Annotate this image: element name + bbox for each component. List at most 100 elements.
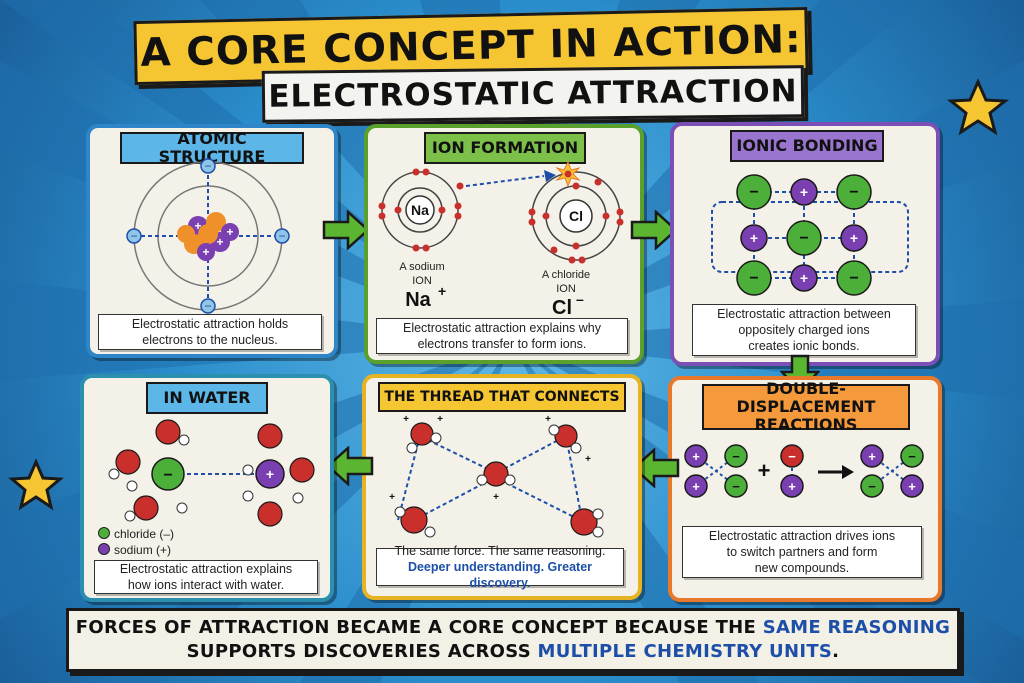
svg-text:−: − xyxy=(204,159,211,173)
panel-caption: Electrostatic attraction explains why el… xyxy=(376,318,628,354)
panel-double-displacement: DOUBLE-DISPLACEMENT REACTIONS + − + − + … xyxy=(668,376,942,602)
svg-text:−: − xyxy=(163,467,172,484)
hydrated-sodium: + xyxy=(242,423,315,527)
legend-item: sodium (+) xyxy=(98,542,174,558)
partial-charge: + xyxy=(585,454,591,465)
svg-text:−: − xyxy=(868,479,876,494)
panel-title: ION FORMATION xyxy=(424,132,586,164)
star-icon xyxy=(946,78,1010,136)
panel-ion-formation: ION FORMATION Na Cl A sodium ION xyxy=(364,124,644,364)
svg-text:+: + xyxy=(800,270,808,286)
water-molecule xyxy=(476,461,516,487)
chloride-ion: − xyxy=(786,220,822,256)
caption-line: Electrostatic attraction between xyxy=(717,307,891,321)
panel-title: IN WATER xyxy=(146,382,268,414)
reactant-pair: − + xyxy=(780,444,804,498)
main-subtitle: ELECTROSTATIC ATTRACTION xyxy=(261,65,805,123)
panel-thread-that-connects: THE THREAD THAT CONNECTS ++ ++ ++ The sa… xyxy=(362,374,642,600)
panel-caption: The same force. The same reasoning. Deep… xyxy=(376,544,624,590)
footer-banner: FORCES OF ATTRACTION BECAME A CORE CONCE… xyxy=(66,608,960,672)
sodium-ion: + xyxy=(790,264,818,292)
cl-electrons xyxy=(528,178,624,264)
caption-line: Electrostatic attraction explains why xyxy=(402,321,601,335)
cl-shell-outer xyxy=(531,171,621,261)
ion-formation-diagram: Na Cl A sodium ION Na + A chloride ION C… xyxy=(378,160,624,319)
caption-line: The same force. The same reasoning. xyxy=(394,544,606,558)
cl-nucleus xyxy=(559,199,593,233)
caption-line: Electrostatic attraction holds xyxy=(131,317,289,331)
legend-label: chloride (–) xyxy=(114,527,175,541)
panel-title: DOUBLE-DISPLACEMENT REACTIONS xyxy=(702,380,910,434)
chloride-ion: − xyxy=(836,260,872,296)
reaction-arrow-icon xyxy=(818,465,854,479)
svg-text:+: + xyxy=(850,230,858,246)
sodium-ion: + xyxy=(840,224,868,252)
footer-line: FORCES OF ATTRACTION BECAME A CORE CONCE… xyxy=(69,616,957,640)
cl-symbol: Cl xyxy=(569,208,583,224)
svg-text:−: − xyxy=(732,449,740,464)
electron: − xyxy=(200,158,216,174)
sodium-ion: + xyxy=(790,178,818,206)
partial-charge: + xyxy=(545,414,551,425)
chloride-ion: − xyxy=(736,174,772,210)
svg-text:−: − xyxy=(749,270,758,287)
water-network-diagram: ++ ++ ++ xyxy=(389,414,604,538)
panel-caption: Electrostatic attraction drives ions to … xyxy=(682,526,922,578)
electron: − xyxy=(126,228,142,244)
svg-text:−: − xyxy=(799,230,808,247)
svg-text:−: − xyxy=(849,184,858,201)
partial-charge: + xyxy=(493,492,499,503)
proton-charge: + xyxy=(202,245,209,259)
proton-charge: + xyxy=(194,219,201,233)
caption-line: electrons to the nucleus. xyxy=(142,333,278,347)
legend-label: sodium (+) xyxy=(114,543,172,557)
panel-title: THE THREAD THAT CONNECTS xyxy=(378,382,626,412)
arrow-right-icon xyxy=(630,210,678,250)
footer-text: FORCES OF ATTRACTION BECAME A CORE CONCE… xyxy=(75,617,763,638)
caption-line: oppositely charged ions xyxy=(738,323,870,337)
panel-caption: Electrostatic attraction holds electrons… xyxy=(98,314,322,350)
svg-text:+: + xyxy=(800,184,808,200)
reactant-pair: + − + − xyxy=(684,444,748,498)
water-legend: chloride (–) sodium (+) xyxy=(98,526,174,558)
panel-caption: Electrostatic attraction explains how io… xyxy=(94,560,318,594)
plus-sign: + xyxy=(758,458,771,483)
arrow-left-icon xyxy=(632,448,680,488)
svg-text:+: + xyxy=(750,230,758,246)
caption-line: how ions interact with water. xyxy=(127,578,285,592)
panel-ionic-bonding: IONIC BONDING − + − + − + − + − Electros… xyxy=(670,122,940,366)
partial-charge: + xyxy=(437,414,443,425)
caption-line: to switch partners and form xyxy=(726,545,878,559)
partial-charge: + xyxy=(389,492,395,503)
panel-title-line: DOUBLE-DISPLACEMENT xyxy=(736,379,876,416)
svg-text:+: + xyxy=(788,479,796,494)
hydration-diagram: − + xyxy=(108,419,315,527)
displacement-diagram: + − + − + − + + − − + xyxy=(684,444,924,498)
footer-text: . xyxy=(832,641,840,662)
caption-line: Electrostatic attraction explains xyxy=(119,562,293,576)
arrow-right-icon xyxy=(322,210,370,250)
caption-line: creates ionic bonds. xyxy=(748,339,860,353)
electron: − xyxy=(274,228,290,244)
svg-text:+: + xyxy=(692,449,700,464)
water-molecule xyxy=(548,424,582,454)
svg-text:+: + xyxy=(868,449,876,464)
transferred-electron xyxy=(456,182,464,190)
na-ion-symbol: Na xyxy=(405,289,431,311)
panel-atomic-structure: ATOMIC STRUCTURE + + + + − − − − Electro… xyxy=(86,124,338,358)
chloride-ion: − xyxy=(736,260,772,296)
panel-title-line: REACTIONS xyxy=(754,415,858,434)
proton-charge: + xyxy=(216,235,223,249)
svg-text:−: − xyxy=(849,270,858,287)
electron-transfer-path xyxy=(465,175,545,187)
na-shell-outer xyxy=(381,171,459,249)
water-molecule xyxy=(394,506,436,538)
chloride-ion: − xyxy=(836,174,872,210)
svg-text:+: + xyxy=(692,479,700,494)
water-molecule xyxy=(406,422,442,454)
footer-text: SUPPORTS DISCOVERIES ACROSS xyxy=(186,641,538,662)
na-label: ION xyxy=(412,275,432,287)
caption-line: electrons transfer to form ions. xyxy=(417,337,587,351)
svg-text:−: − xyxy=(908,449,916,464)
cl-ion-charge: – xyxy=(576,291,584,307)
